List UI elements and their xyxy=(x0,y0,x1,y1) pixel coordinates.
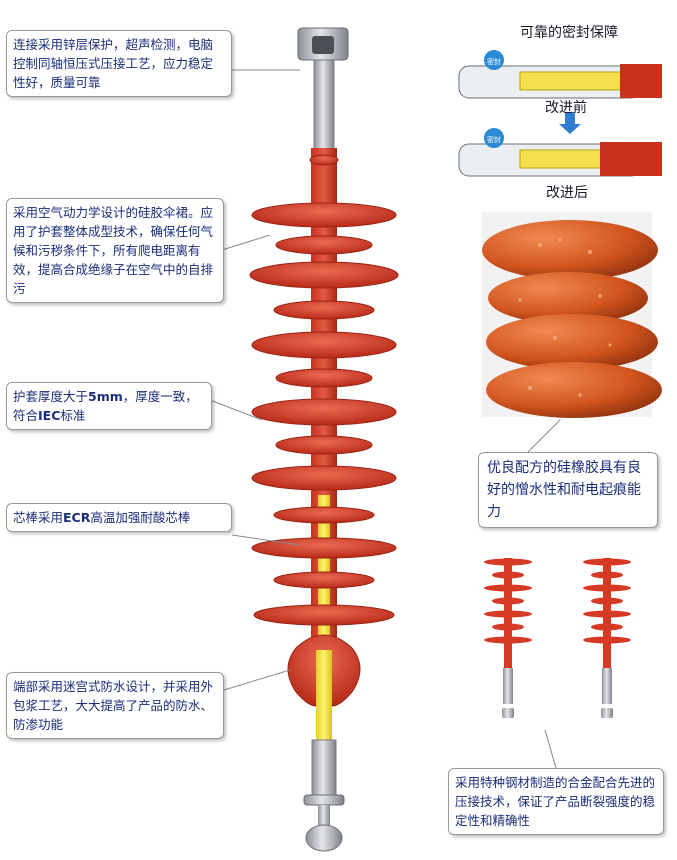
shed-8 xyxy=(251,398,397,426)
callout-aerodynamic-sheds: 采用空气动力学设计的硅胶伞裙。应用了护套整体成型技术，确保任何气候和污秽条件下，… xyxy=(6,198,224,303)
callout-sheath-thickness: 护套厚度大于5mm，厚度一致，符合IEC标准 xyxy=(6,382,212,430)
small-insulator-pair xyxy=(484,558,631,718)
callout-core-rod: 芯棒采用ECR高温加强耐酸芯棒 xyxy=(6,503,232,532)
shed-1 xyxy=(309,154,339,166)
shed-group xyxy=(249,154,399,626)
small-shed xyxy=(583,636,631,644)
callout-waterproof-end: 端部采用迷宫式防水设计，并采用外包浆工艺，大大提高了产品的防水、防渗功能 xyxy=(6,672,224,739)
top-end-fitting xyxy=(297,27,349,151)
seal-before-diagram: 密封 xyxy=(458,50,662,99)
small-shed xyxy=(591,597,623,605)
small-insulator-1 xyxy=(484,558,532,718)
shed-11 xyxy=(273,506,375,524)
seal-badge-after: 密封 xyxy=(487,135,501,144)
shed-5 xyxy=(273,300,375,320)
core-material: ECR xyxy=(63,510,91,525)
shed-10 xyxy=(251,465,397,491)
small-shed xyxy=(583,610,631,618)
small-insulator-2 xyxy=(583,558,631,718)
small-shed xyxy=(591,623,623,631)
seal-badge-before: 密封 xyxy=(487,57,501,66)
rubber-closeup-photo xyxy=(482,212,662,418)
small-shed xyxy=(484,610,532,618)
shed-9 xyxy=(275,435,373,455)
core-prefix: 芯棒采用 xyxy=(13,510,64,525)
shed-4 xyxy=(249,261,399,289)
sheath-standard: IEC xyxy=(38,408,61,423)
shed-14 xyxy=(253,604,395,626)
seal-after-diagram: 密封 xyxy=(458,128,662,177)
improvement-arrow xyxy=(559,112,581,134)
small-shed xyxy=(492,623,524,631)
small-shed xyxy=(492,597,524,605)
small-shed xyxy=(591,571,623,579)
small-shed xyxy=(583,558,631,566)
bottom-end-fitting xyxy=(303,739,345,852)
small-shed xyxy=(492,571,524,579)
callout-alloy-steel: 采用特种钢材制造的合金配合先进的压接技术，保证了产品断裂强度的稳定性和精确性 xyxy=(448,768,664,835)
core-suffix: 高温加强耐酸芯棒 xyxy=(90,510,191,525)
waterproof-end-seal xyxy=(287,634,361,745)
shed-3 xyxy=(275,235,373,255)
shed-2 xyxy=(251,202,397,228)
seal-before-label: 改进前 xyxy=(545,100,587,116)
small-shed xyxy=(583,584,631,592)
small-shed xyxy=(484,558,532,566)
seal-after-label: 改进后 xyxy=(546,185,588,201)
shed-13 xyxy=(273,571,375,589)
callout-silicone-rubber: 优良配方的硅橡胶具有良好的憎水性和耐电起痕能力 xyxy=(478,452,658,528)
sheath-middle: ，厚度一致，符合 xyxy=(13,389,198,423)
sheath-suffix: 标准 xyxy=(60,408,86,423)
seal-title: 可靠的密封保障 xyxy=(520,25,618,41)
sheath-thickness-value: 5mm xyxy=(88,389,123,404)
shed-6 xyxy=(251,331,397,359)
small-shed xyxy=(484,584,532,592)
shed-7 xyxy=(275,368,373,388)
callout-leaders xyxy=(209,69,561,769)
sheath-prefix: 护套厚度大于 xyxy=(13,389,89,404)
small-shed xyxy=(484,636,532,644)
callout-galvanized-connection: 连接采用锌层保护，超声检测，电脑控制同轴恒压式压接工艺，应力稳定性好，质量可靠 xyxy=(6,30,232,97)
